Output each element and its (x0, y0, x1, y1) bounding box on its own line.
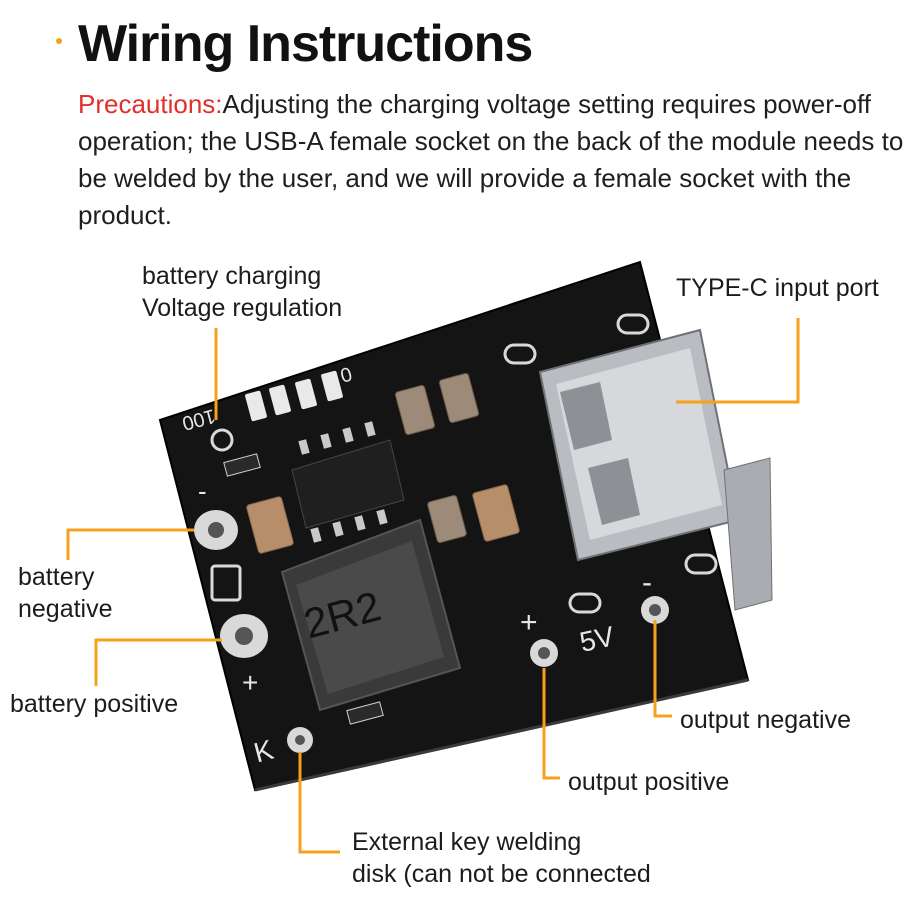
silk-output-plus: + (520, 606, 538, 639)
inductor: 2R2 (280, 518, 462, 712)
precaution-body: Adjusting the charging voltage setting r… (78, 89, 904, 230)
silk-battery-plus: + (242, 667, 258, 698)
leader-key (298, 752, 340, 854)
leader-type-c (676, 318, 800, 404)
capacitors (246, 373, 520, 554)
precaution-text: Precautions:Adjusting the charging volta… (78, 86, 918, 234)
title-bullet (56, 38, 62, 44)
usb-c-connector (538, 328, 773, 611)
leader-lines (66, 318, 800, 854)
silk-5v: 5V (577, 620, 617, 658)
precaution-label: Precautions: (78, 89, 223, 119)
label-external-key: External key welding disk (can not be co… (352, 828, 651, 888)
label-type-c: TYPE-C input port (676, 274, 879, 302)
silk-0: 0 (338, 362, 354, 386)
pcb-edge (254, 678, 749, 792)
pads (194, 313, 718, 753)
label-voltage-regulation: battery charging Voltage regulation (142, 262, 343, 322)
leader-output-positive (542, 668, 560, 780)
ic-chip (291, 421, 405, 543)
leader-battery-positive (94, 638, 222, 686)
led-row (245, 370, 343, 422)
silk-battery-minus: - (198, 476, 207, 506)
label-battery-positive: battery positive (10, 690, 179, 718)
page-title: Wiring Instructions (78, 15, 533, 73)
label-output-negative: output negative (680, 706, 851, 734)
leader-battery-negative (66, 528, 194, 560)
leader-output-negative (653, 620, 672, 718)
silk-output-minus: - (642, 566, 652, 599)
label-output-positive: output positive (568, 768, 730, 796)
label-battery-negative: battery negative (18, 563, 113, 623)
